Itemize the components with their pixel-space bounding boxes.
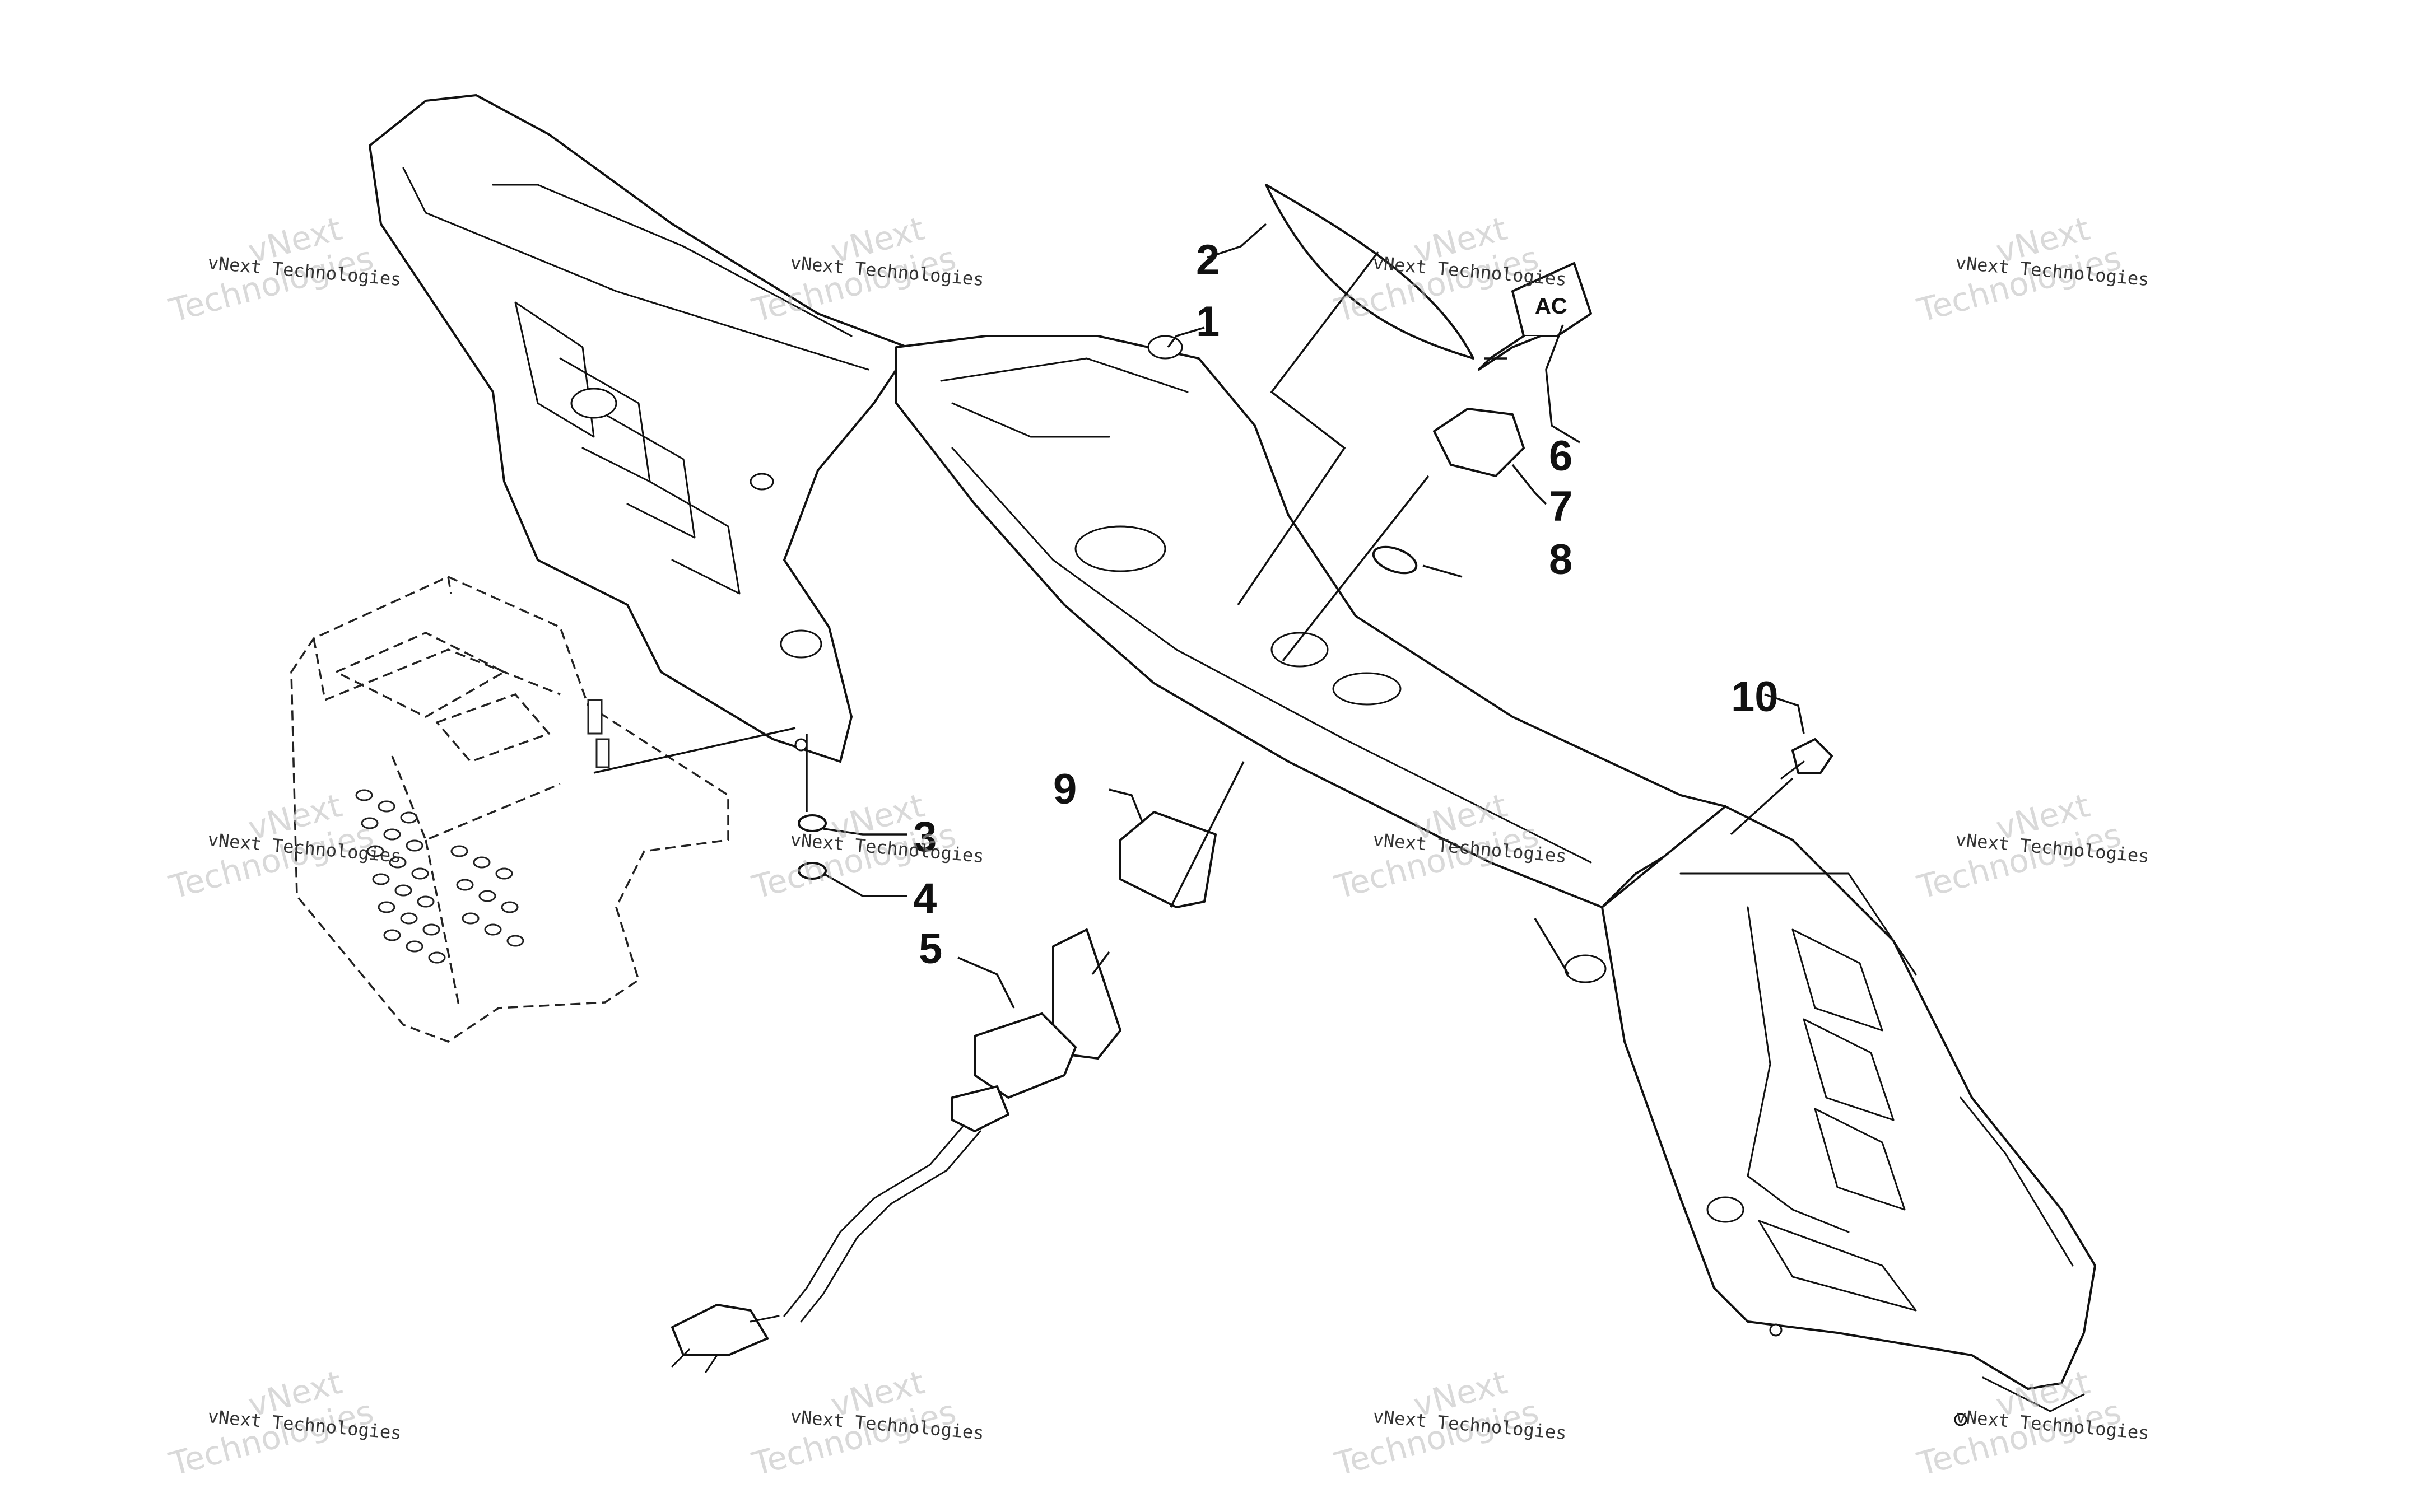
watermark: vNext Technologies vNext Technologies: [748, 1363, 985, 1483]
watermark: vNext Technologies vNext Technologies: [165, 786, 402, 907]
o-ring: [1372, 545, 1418, 575]
watermark: vNext Technologies vNext Technologies: [1913, 1363, 2150, 1483]
watermark: vNext Technologies vNext Technologies: [748, 209, 985, 330]
callout-1: 1: [1196, 298, 1220, 346]
ignition-key: AC: [1478, 262, 1592, 371]
callout-5: 5: [919, 925, 942, 973]
callout-4: 4: [913, 875, 937, 922]
watermark: vNext Technologies vNext Technologies: [1330, 1363, 1567, 1483]
nut: [798, 862, 827, 880]
switch-housing: [1433, 408, 1525, 477]
leader-lines: [593, 223, 1805, 1009]
decal-part: [1265, 184, 1474, 360]
key-logo: AC: [1535, 294, 1567, 319]
callout-labels: 1 2 3 4 5 6 7 8 9 10: [913, 236, 1779, 973]
chassis-frame-reference: [290, 576, 729, 1043]
callout-8: 8: [1549, 536, 1572, 584]
watermark: vNext Technologies vNext Technologies: [1913, 209, 2150, 330]
watermark: vNext Technologies vNext Technologies: [1913, 786, 2150, 907]
washer: [798, 814, 827, 832]
callout-9: 9: [1053, 766, 1077, 813]
switch-bracket: [1119, 811, 1217, 908]
callout-3: 3: [913, 813, 937, 861]
watermark: vNext Technologies vNext Technologies: [165, 209, 402, 330]
console-body: [369, 94, 2096, 1426]
callout-7: 7: [1549, 483, 1572, 530]
light-switch-harness: [671, 928, 1121, 1373]
vent-holes: [355, 789, 524, 964]
callout-10: 10: [1731, 673, 1779, 721]
callout-2: 2: [1196, 236, 1220, 284]
watermark: vNext Technologies vNext Technologies: [165, 1363, 402, 1483]
watermark: vNext Technologies vNext Technologies: [748, 786, 985, 907]
callout-6: 6: [1549, 432, 1572, 480]
screw: [1780, 738, 1833, 780]
